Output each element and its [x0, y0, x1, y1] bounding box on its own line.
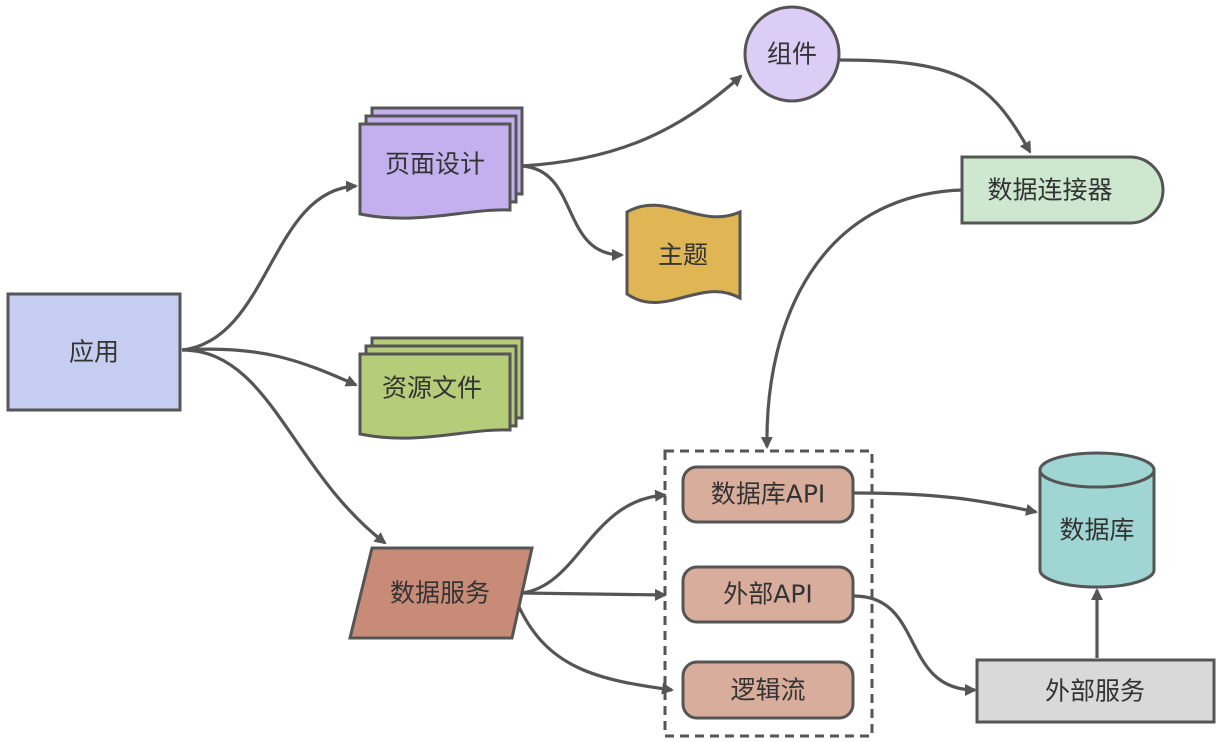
logic-flow-label: 逻辑流: [730, 676, 805, 705]
api-group-frame: [663, 449, 874, 738]
page-design-front-sheet: [358, 122, 512, 220]
database-api-shape: [681, 465, 855, 524]
data-service-shape: [348, 546, 534, 640]
external-service-label: 外部服务: [1045, 677, 1145, 706]
edge-app-page-design: [181, 180, 358, 352]
edge-data-service-external-api: [521, 588, 667, 601]
edge-page-design-component: [521, 74, 743, 168]
app-shape: [6, 292, 182, 412]
data-connector-shape: [960, 155, 1165, 225]
page-design-label: 页面设计: [385, 150, 485, 179]
database-top: [1038, 451, 1156, 489]
node-data-service[interactable]: 数据服务: [348, 546, 534, 640]
node-database-api[interactable]: 数据库API: [681, 465, 855, 524]
external-service-shape: [975, 658, 1216, 724]
node-database[interactable]: 数据库: [1038, 451, 1156, 589]
data-connector-label: 数据连接器: [987, 176, 1112, 205]
edge-data-connector-api-group: [760, 188, 963, 449]
node-page-design[interactable]: 页面设计: [358, 106, 524, 220]
external-api-shape: [681, 565, 855, 624]
edge-app-resources: [181, 347, 358, 387]
database-label: 数据库: [1059, 516, 1134, 545]
edge-app-data-service: [181, 348, 387, 545]
edge-external-api-external-service: [853, 594, 977, 696]
node-app[interactable]: 应用: [6, 292, 182, 412]
edge-component-data-connector: [839, 58, 1032, 154]
logic-flow-shape: [681, 660, 855, 720]
node-component[interactable]: 组件: [743, 5, 841, 103]
theme-label: 主题: [658, 241, 708, 270]
edge-data-service-database-api: [521, 489, 667, 595]
node-logic-flow[interactable]: 逻辑流: [681, 660, 855, 720]
resources-front-sheet: [358, 352, 512, 440]
external-api-label: 外部API: [723, 580, 813, 609]
component-label: 组件: [767, 40, 817, 69]
node-external-api[interactable]: 外部API: [681, 565, 855, 624]
data-service-label: 数据服务: [390, 579, 490, 608]
resources-label: 资源文件: [382, 374, 482, 403]
database-body: [1038, 468, 1156, 589]
edge-data-service-logic-flow: [514, 599, 674, 695]
component-shape: [743, 5, 841, 103]
edges: [181, 58, 1103, 696]
node-external-service[interactable]: 外部服务: [975, 658, 1216, 724]
node-data-connector[interactable]: 数据连接器: [960, 155, 1165, 225]
node-resources[interactable]: 资源文件: [358, 336, 524, 440]
theme-shape: [625, 203, 742, 304]
node-theme[interactable]: 主题: [625, 203, 742, 304]
edge-page-design-theme: [521, 164, 624, 261]
app-label: 应用: [69, 338, 119, 367]
edge-database-api-database: [853, 491, 1038, 516]
database-api-label: 数据库API: [711, 480, 826, 509]
